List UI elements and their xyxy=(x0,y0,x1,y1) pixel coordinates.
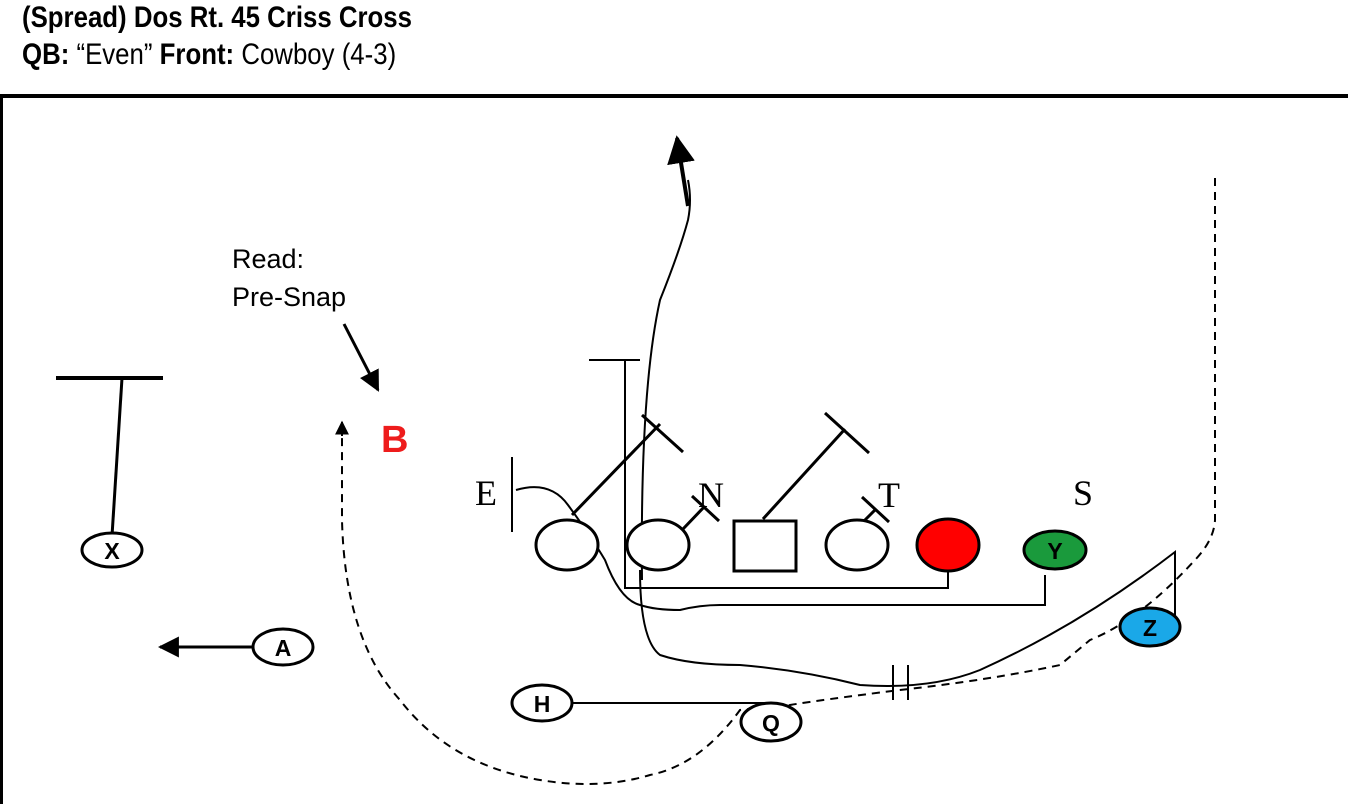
right-guard xyxy=(824,518,890,572)
left-guard xyxy=(625,518,691,572)
qb-run-route-upper xyxy=(640,179,691,581)
x-route-line xyxy=(110,377,124,537)
left-tackle xyxy=(534,518,600,572)
play-diagram-field xyxy=(0,98,1348,804)
defender-e-label: E xyxy=(475,473,497,513)
lt-block-line xyxy=(570,422,662,517)
front-value: Cowboy (4-3) xyxy=(241,38,397,71)
lg-block-bar xyxy=(690,494,721,523)
lt-block-bar xyxy=(640,413,685,454)
player-q xyxy=(739,701,803,743)
qb-label: QB: xyxy=(22,38,70,71)
lg-block-line xyxy=(681,504,707,531)
defender-t-label: T xyxy=(878,475,900,515)
h-z-criss-cross-route xyxy=(639,549,1176,687)
field-left-border xyxy=(0,98,3,804)
te-pull-route xyxy=(624,360,949,589)
y-crossing-route xyxy=(515,486,1046,612)
read-defender-b: B xyxy=(381,419,408,461)
qb-call: “Even” xyxy=(76,38,153,71)
center-block-line xyxy=(761,427,847,521)
player-a-label: A xyxy=(275,635,292,661)
player-y xyxy=(1022,529,1088,571)
player-z-label: Z xyxy=(1143,615,1157,641)
player-y-label: Y xyxy=(1047,538,1062,564)
read-label: Read: xyxy=(232,244,304,274)
player-z xyxy=(1118,606,1182,648)
play-header: (Spread) Dos Rt. 45 Criss Cross QB: “Eve… xyxy=(22,0,1322,75)
front-label: Front: xyxy=(159,38,235,71)
play-subtitle: QB: “Even” Front: Cowboy (4-3) xyxy=(22,35,1140,75)
defender-s-label: S xyxy=(1073,473,1093,513)
player-h xyxy=(510,683,574,723)
center xyxy=(732,519,798,573)
header-divider xyxy=(0,94,1348,98)
run-arrow-upfield xyxy=(667,135,695,207)
z-motion-dashed-route xyxy=(341,178,1216,785)
center-block-bar xyxy=(823,411,871,455)
player-x-label: X xyxy=(104,538,120,564)
rg-block-bar xyxy=(860,495,891,524)
player-h-label: H xyxy=(534,691,551,717)
player-a xyxy=(251,627,315,667)
player-x xyxy=(80,531,144,569)
right-tackle-red xyxy=(915,517,981,573)
play-title: (Spread) Dos Rt. 45 Criss Cross xyxy=(22,1,412,34)
read-presnap-label: Pre-Snap xyxy=(232,282,346,312)
player-q-label: Q xyxy=(762,710,780,736)
read-arrow xyxy=(342,323,380,392)
